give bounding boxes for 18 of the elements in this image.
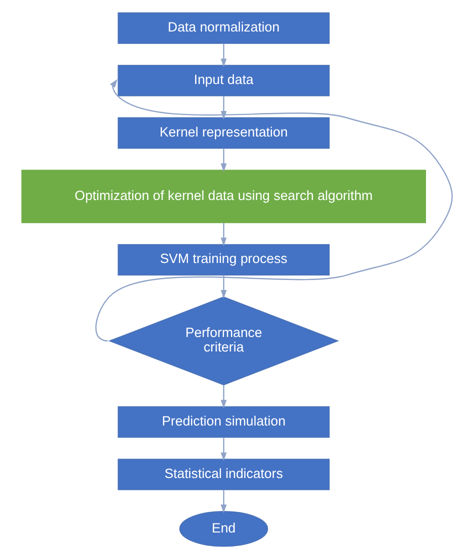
node-box: Optimization of kernel data using search algorithm [20,170,426,224]
arrow [95,79,452,342]
node-box: Statistical indicators [117,458,330,490]
node-ellipse: End [178,510,268,547]
node-diamond: Performance criteria [108,296,339,386]
node-box: Data normalization [117,12,330,44]
node-box: SVM training process [117,244,330,276]
arrow [220,490,226,514]
arrow [220,44,226,68]
node-box: Input data [117,64,330,96]
arrow [220,96,226,120]
arrow [220,148,226,172]
node-box: Prediction simulation [117,406,330,438]
node-box: Kernel representation [117,117,330,149]
arrow [220,222,226,246]
arrow [220,437,226,461]
arrow [220,385,226,408]
arrow [220,275,226,299]
